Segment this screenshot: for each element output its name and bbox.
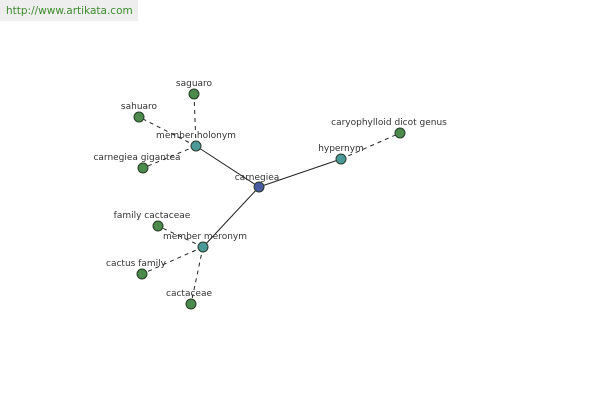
edge-member-meronym-family-cactaceae bbox=[157, 225, 204, 248]
edge-member-holonym-sahuaro bbox=[138, 116, 197, 147]
term-node-saguaro[interactable] bbox=[188, 88, 200, 100]
term-node-carnegiea-gigantea[interactable] bbox=[137, 162, 149, 174]
relation-node-member-holonym[interactable] bbox=[190, 140, 202, 152]
term-label-sahuaro[interactable]: sahuaro bbox=[121, 102, 158, 112]
term-node-caryophylloid-dicot-genus[interactable] bbox=[394, 127, 406, 139]
edges-layer bbox=[138, 93, 401, 305]
term-label-family-cactaceae[interactable]: family cactaceae bbox=[114, 211, 191, 221]
center-node-carnegiea[interactable] bbox=[253, 181, 265, 193]
relation-node-hypernym[interactable] bbox=[335, 153, 347, 165]
term-node-cactaceae[interactable] bbox=[185, 298, 197, 310]
term-label-cactaceae[interactable]: cactaceae bbox=[166, 289, 212, 299]
term-node-cactus-family[interactable] bbox=[136, 268, 148, 280]
relation-node-member-meronym[interactable] bbox=[197, 241, 209, 253]
edge-member-meronym-cactus-family bbox=[141, 246, 204, 275]
edge-member-meronym-cactaceae bbox=[190, 246, 204, 305]
term-label-caryophylloid-dicot-genus[interactable]: caryophylloid dicot genus bbox=[331, 118, 447, 128]
edge-member-holonym-saguaro bbox=[193, 93, 197, 147]
edge-center-member-holonym bbox=[195, 145, 260, 188]
edge-center-member-meronym bbox=[202, 186, 260, 248]
relation-label-member-meronym[interactable]: member meronym bbox=[163, 232, 247, 242]
url-link[interactable]: http://www.artikata.com bbox=[6, 4, 133, 17]
relation-label-member-holonym[interactable]: member holonym bbox=[156, 131, 236, 141]
url-banner: http://www.artikata.com bbox=[0, 0, 138, 21]
nodes-layer bbox=[133, 88, 406, 310]
center-label-carnegiea[interactable]: carnegiea bbox=[235, 173, 280, 183]
term-node-sahuaro[interactable] bbox=[133, 111, 145, 123]
term-label-carnegiea-gigantea[interactable]: carnegiea gigantea bbox=[93, 153, 180, 163]
relation-label-hypernym[interactable]: hypernym bbox=[318, 144, 364, 154]
term-label-saguaro[interactable]: saguaro bbox=[176, 79, 213, 89]
edge-member-holonym-carnegiea-gigantea bbox=[142, 145, 197, 169]
term-label-cactus-family[interactable]: cactus family bbox=[106, 259, 167, 269]
term-node-family-cactaceae[interactable] bbox=[152, 220, 164, 232]
edge-hypernym-caryophylloid-dicot-genus bbox=[340, 132, 401, 160]
edge-center-hypernym bbox=[258, 158, 342, 188]
labels-layer: carnegiea member holonym hypernym member me… bbox=[93, 79, 447, 299]
